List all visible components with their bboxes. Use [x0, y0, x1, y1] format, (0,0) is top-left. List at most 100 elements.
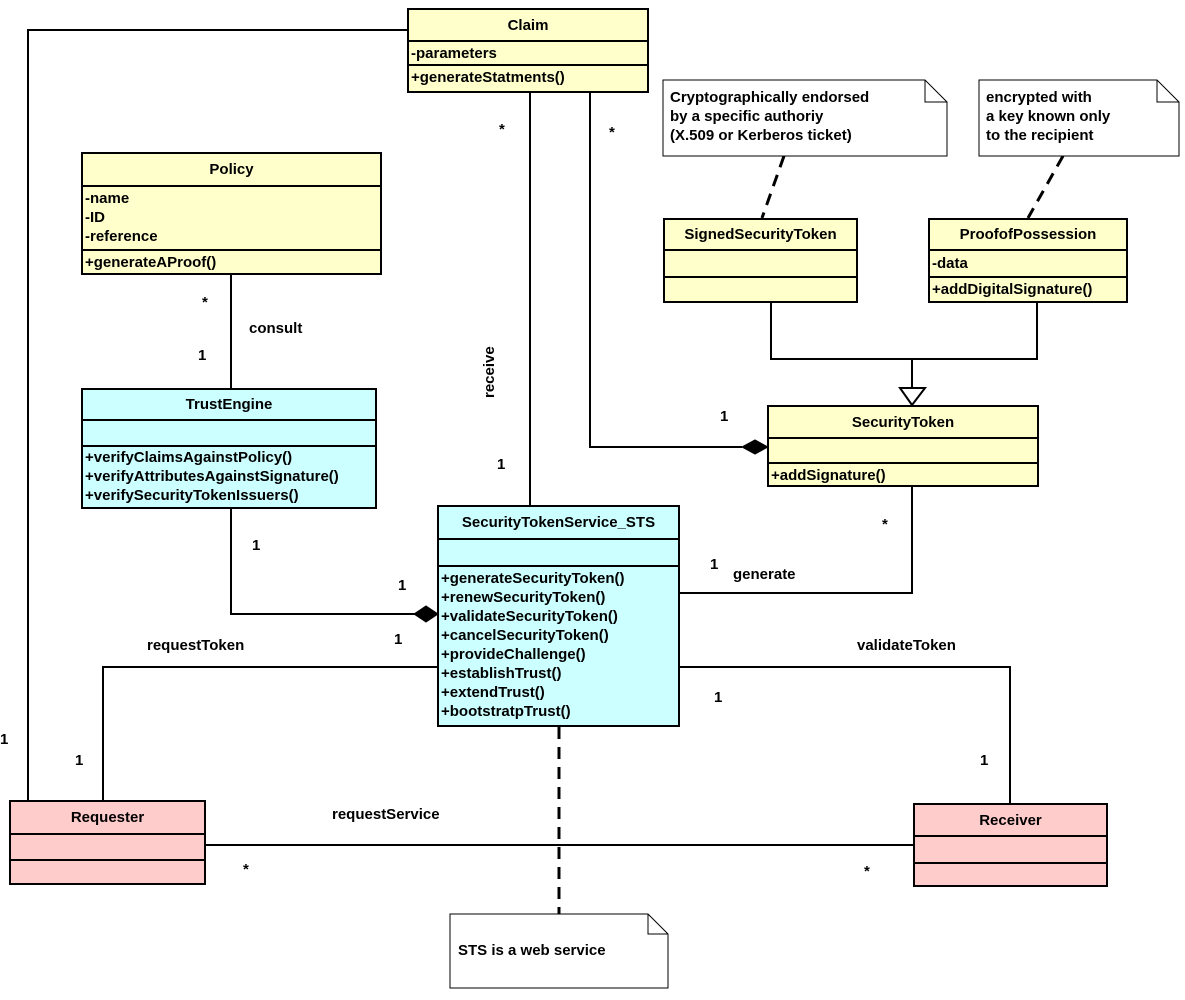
- mult-sts-request: 1: [394, 631, 403, 648]
- class-proofofpossession[interactable]: ProofofPossession -data +addDigitalSigna…: [928, 218, 1128, 303]
- class-sts-name: SecurityTokenService_STS: [439, 507, 678, 540]
- class-securitytoken-attributes: [769, 439, 1037, 464]
- label-requesttoken: requestToken: [147, 637, 245, 654]
- operation-renewsecuritytoken: +renewSecurityToken(): [441, 589, 606, 606]
- mult-sts-composition: 1: [398, 577, 407, 594]
- trustengine-sts-composition: [230, 508, 416, 615]
- class-policy-name: Policy: [83, 154, 380, 187]
- operation-providechallenge: +provideChallenge(): [441, 646, 586, 663]
- mult-requester-service: *: [243, 861, 249, 878]
- class-securitytoken-name: SecurityToken: [769, 407, 1037, 439]
- class-claim-attributes: -parameters: [409, 42, 647, 66]
- mult-sts-receive: 1: [497, 456, 506, 473]
- signedtoken-note-text: Cryptographically endorsed by a specific…: [670, 88, 869, 145]
- mult-policy-consult: *: [202, 294, 208, 311]
- class-policy[interactable]: Policy -name -ID -reference +generateAPr…: [81, 152, 382, 275]
- operation-generatesecuritytoken: +generateSecurityToken(): [441, 570, 625, 587]
- class-signedsecuritytoken-name: SignedSecurityToken: [665, 220, 856, 251]
- attribute-reference: -reference: [85, 228, 158, 245]
- operation-generateaproof: +generateAProof(): [85, 254, 217, 271]
- mult-claim-receive: *: [499, 121, 505, 138]
- label-consult: consult: [249, 320, 303, 337]
- class-claim-name: Claim: [409, 10, 647, 42]
- mult-claim-token: *: [609, 124, 615, 141]
- note-line: to the recipient: [986, 127, 1094, 144]
- label-generate: generate: [733, 566, 796, 583]
- pop-note-anchor: [1026, 155, 1065, 219]
- operation-adddigitalsignature: +addDigitalSignature(): [932, 281, 1093, 298]
- class-claim-operations: +generateStatments(): [409, 66, 647, 87]
- class-requester-name: Requester: [11, 802, 204, 835]
- sts-note-shape: [449, 913, 669, 989]
- sts-note-text: STS is a web service: [458, 941, 606, 960]
- requester-sts-requesttoken: [102, 666, 437, 800]
- attribute-data: -data: [932, 255, 968, 272]
- claim-securitytoken-association: [589, 92, 742, 448]
- class-policy-attributes: -name -ID -reference: [83, 187, 380, 251]
- mult-sts-generate: 1: [710, 556, 719, 573]
- class-trustengine-operations: +verifyClaimsAgainstPolicy() +verifyAttr…: [83, 447, 375, 505]
- class-securitytoken-operations: +addSignature(): [769, 464, 1037, 485]
- class-securitytokenservice-sts[interactable]: SecurityTokenService_STS +generateSecuri…: [437, 505, 680, 727]
- attribute-parameters: -parameters: [411, 45, 497, 62]
- operation-verifyclaimsagainstpolicy: +verifyClaimsAgainstPolicy(): [85, 449, 293, 466]
- class-receiver-attributes: [915, 837, 1106, 864]
- mult-requester-token: 1: [75, 752, 84, 769]
- signedtoken-note-shape: [662, 79, 948, 157]
- pop-note-text: encrypted with a key known only to the r…: [986, 88, 1110, 145]
- class-securitytoken[interactable]: SecurityToken +addSignature(): [767, 405, 1039, 487]
- class-proofofpossession-name: ProofofPossession: [930, 220, 1126, 251]
- class-trustengine-attributes: [83, 421, 375, 447]
- mult-receiver-service: *: [864, 863, 870, 880]
- note-line: (X.509 or Kerberos ticket): [670, 127, 852, 144]
- class-receiver[interactable]: Receiver: [913, 803, 1108, 887]
- operation-verifysecuritytokenissuers: +verifySecurityTokenIssuers(): [85, 487, 299, 504]
- sts-securitytoken-generate: [679, 486, 913, 594]
- note-line: STS is a web service: [458, 942, 606, 959]
- class-signedsecuritytoken-attributes: [665, 251, 856, 278]
- label-requestservice: requestService: [332, 806, 440, 823]
- operation-extendtrust: +extendTrust(): [441, 684, 545, 701]
- signedtoken-generalization-line: [770, 302, 1038, 360]
- sts-receiver-validatetoken: [679, 666, 1011, 803]
- requester-claim-association: [27, 29, 408, 800]
- label-receive: receive: [481, 346, 498, 398]
- class-proofofpossession-attributes: -data: [930, 251, 1126, 278]
- attribute-id: -ID: [85, 209, 105, 226]
- note-line: a key known only: [986, 108, 1111, 125]
- mult-requester-claim: 1: [0, 731, 9, 748]
- note-line: encrypted with: [986, 89, 1092, 106]
- label-validatetoken: validateToken: [857, 637, 956, 654]
- mult-trust-composition: 1: [252, 537, 261, 554]
- signedtoken-note-anchor: [760, 155, 786, 219]
- operation-addsignature: +addSignature(): [771, 467, 886, 484]
- mult-receiver-validate: 1: [980, 752, 989, 769]
- mult-token-generate: *: [882, 516, 888, 533]
- class-trustengine-name: TrustEngine: [83, 390, 375, 421]
- class-policy-operations: +generateAProof(): [83, 251, 380, 272]
- attribute-name: -name: [85, 190, 130, 207]
- operation-generatestatments: +generateStatments(): [411, 69, 565, 86]
- note-line: by a specific authoriy: [670, 108, 824, 125]
- operation-establishtrust: +establishTrust(): [441, 665, 562, 682]
- operation-cancelsecuritytoken: +cancelSecurityToken(): [441, 627, 609, 644]
- class-requester[interactable]: Requester: [9, 800, 206, 885]
- operation-validatesecuritytoken: +validateSecurityToken(): [441, 608, 618, 625]
- class-requester-attributes: [11, 835, 204, 861]
- mult-sts-validate: 1: [714, 689, 723, 706]
- operation-bootstratptrust: +bootstratpTrust(): [441, 703, 571, 720]
- class-sts-attributes: [439, 540, 678, 567]
- class-receiver-name: Receiver: [915, 805, 1106, 837]
- class-proofofpossession-operations: +addDigitalSignature(): [930, 278, 1126, 299]
- class-trustengine[interactable]: TrustEngine +verifyClaimsAgainstPolicy()…: [81, 388, 377, 509]
- class-signedsecuritytoken[interactable]: SignedSecurityToken: [663, 218, 858, 303]
- mult-trust-consult: 1: [198, 347, 207, 364]
- composition-diamond-sts: [413, 605, 439, 623]
- class-claim[interactable]: Claim -parameters +generateStatments(): [407, 8, 649, 93]
- note-line: Cryptographically endorsed: [670, 89, 870, 106]
- generalization-triangle: [898, 387, 928, 407]
- class-sts-operations: +generateSecurityToken() +renewSecurityT…: [439, 567, 678, 721]
- pop-note-shape: [978, 79, 1180, 157]
